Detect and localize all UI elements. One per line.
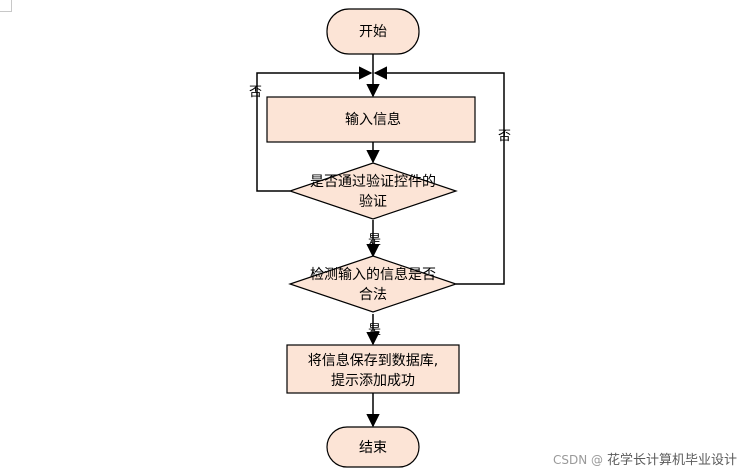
watermark-author: 花学长计算机毕业设计 (606, 453, 737, 468)
connectors (256, 54, 505, 428)
edge-label-legal-yes: 是 (368, 323, 381, 338)
input-node-label: 输入信息 (345, 111, 401, 128)
watermark: CSDN @花学长计算机毕业设计 (553, 449, 737, 468)
check-control-decision (288, 162, 458, 220)
save-node-label-line2: 提示添加成功 (331, 373, 415, 389)
edge-check-control-no-loop (256, 66, 373, 192)
check-legal-label-line2: 合法 (359, 287, 387, 303)
check-control-label-line1: 是否通过验证控件的 (310, 174, 436, 190)
check-legal-decision (288, 255, 458, 313)
edge-label-legal-no: 否 (498, 129, 511, 144)
save-node (286, 344, 460, 394)
end-node-label: 结束 (359, 440, 387, 456)
save-node-label-line1: 将信息保存到数据库, (308, 352, 438, 369)
edge-label-control-no: 否 (249, 85, 262, 100)
check-control-label-line2: 验证 (359, 194, 387, 210)
watermark-site: CSDN @ (552, 453, 603, 467)
input-node (266, 96, 476, 143)
check-legal-label-line1: 检测输入的信息是否 (310, 266, 436, 283)
start-node-label: 开始 (359, 24, 387, 40)
start-node (326, 8, 420, 55)
page-corner-mark (0, 0, 12, 12)
end-node (326, 426, 420, 468)
edge-label-control-yes: 是 (368, 233, 381, 248)
edge-check-legal-no-loop (373, 66, 505, 285)
